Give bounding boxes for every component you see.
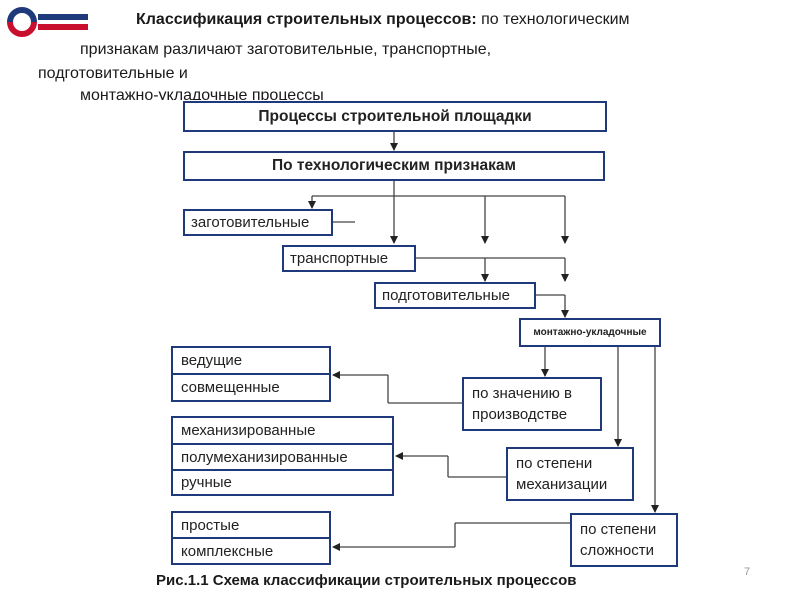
node-stage-transport: транспортные <box>282 245 416 272</box>
criterion-importance-line-1: по значению в <box>472 385 573 402</box>
criterion-complexity-line-1: по степени <box>580 521 657 538</box>
heading-title: Классификация строительных процессов: <box>136 11 477 28</box>
group-item-manual: ручные <box>181 474 232 491</box>
criterion-mechanization-line-1: по степени <box>516 455 593 472</box>
node-criterion-importance: по значению в производстве <box>462 377 602 431</box>
page-number: 7 <box>744 566 751 578</box>
heading-line-4: монтажно-укладочные процессы <box>80 87 324 100</box>
heading-line-2: признакам различают заготовительные, тра… <box>80 41 492 58</box>
logo-icon <box>7 7 88 37</box>
group-item-mechanized: механизированные <box>173 418 392 445</box>
group-item-semi-mechanized: полумеханизированные <box>173 445 392 471</box>
criterion-mechanization-line-2: механизации <box>516 476 608 493</box>
node-criterion-mechanization: по степени механизации <box>506 447 634 501</box>
node-stage-preparatory: подготовительные <box>374 282 536 309</box>
group-item-complex: комплексные <box>181 542 274 560</box>
group-by-mechanization: механизированные полумеханизированные ру… <box>171 416 394 496</box>
node-technological-criteria: По технологическим признакам <box>183 151 605 181</box>
node-construction-site-processes: Процессы строительной площадки <box>183 101 607 132</box>
group-by-importance: ведущие совмещенные <box>171 346 331 402</box>
heading-line-1-rest: по технологическим <box>476 11 630 28</box>
criterion-complexity-line-2: сложности <box>580 542 655 559</box>
node-stage-procurement: заготовительные <box>183 209 333 236</box>
node-stage-assembly: монтажно-укладочные <box>519 318 661 347</box>
heading-line-3: подготовительные и <box>38 65 188 82</box>
node-criterion-complexity: по степени сложности <box>570 513 678 567</box>
group-by-complexity: простые комплексные <box>171 511 331 565</box>
group-item-combined: совмещенные <box>181 379 280 396</box>
figure-caption: Рис.1.1 Схема классификации строительных… <box>156 572 577 589</box>
criterion-importance-line-2: производстве <box>472 406 568 423</box>
group-item-simple: простые <box>173 513 329 539</box>
heading-line-1: Классификация строительных процессов: по… <box>136 10 630 30</box>
group-item-leading: ведущие <box>173 348 329 375</box>
